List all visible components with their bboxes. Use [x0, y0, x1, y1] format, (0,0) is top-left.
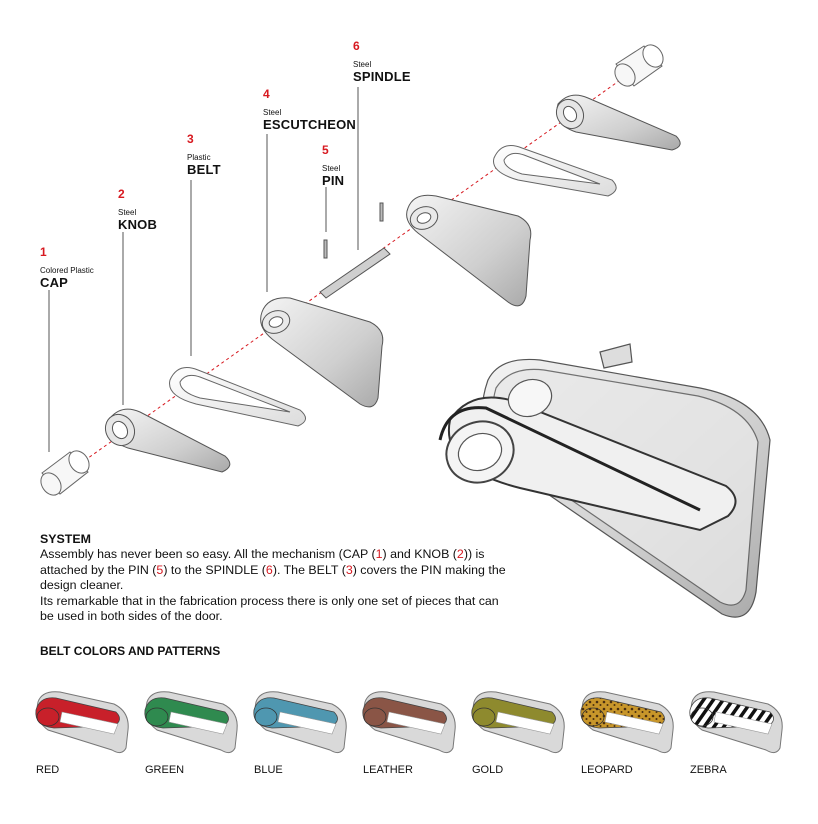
belt-color-label-green: GREEN — [145, 764, 185, 776]
part-number: 4 — [263, 87, 270, 101]
belt-color-label-leather: LEATHER — [363, 764, 413, 776]
cap-part — [40, 450, 90, 496]
part-material: Plastic — [187, 152, 211, 162]
part-name: PIN — [322, 172, 345, 188]
part-material: Steel — [353, 59, 372, 69]
text-run: ). The BELT ( — [272, 562, 346, 577]
belt-color-label-gold: GOLD — [472, 764, 504, 776]
belt-swatch-gold — [471, 691, 565, 754]
belt-part-2 — [493, 145, 617, 197]
spindle-part — [319, 247, 391, 299]
pin-part — [323, 202, 384, 259]
system-text: Assembly has never been so easy. All the… — [40, 547, 506, 592]
callout-belt: 3 Plastic BELT — [187, 133, 221, 177]
knob-part — [104, 408, 231, 473]
text-run: ) covers the PIN making the design clean… — [40, 562, 506, 593]
belt-swatch-leopard — [580, 691, 674, 754]
belt-swatch-blue — [253, 691, 347, 754]
belt-swatch-red — [35, 691, 129, 754]
cap-part-2 — [614, 44, 664, 87]
ref-number: 5 — [156, 562, 164, 577]
part-number: 3 — [187, 132, 194, 146]
belt-swatch-zebra — [689, 691, 783, 754]
part-material: Steel — [263, 107, 282, 117]
knob-part-2 — [555, 94, 681, 151]
belt-swatch-green — [144, 691, 238, 754]
assembled-handle — [438, 343, 771, 618]
system-heading: SYSTEM — [40, 532, 91, 546]
part-name: CAP — [40, 274, 69, 290]
ref-number: 6 — [265, 562, 273, 577]
part-name: KNOB — [118, 216, 158, 232]
callout-escutcheon: 4 Steel ESCUTCHEON — [263, 88, 356, 132]
part-name: BELT — [187, 161, 221, 177]
escutcheon-part-2 — [406, 194, 532, 307]
escutcheon-part — [260, 297, 384, 408]
part-name: SPINDLE — [353, 68, 411, 84]
text-run: Assembly has never been so easy. All the… — [40, 547, 376, 562]
system-description: SYSTEM Assembly has never been so easy. … — [40, 532, 510, 624]
belt-color-label-red: RED — [36, 764, 60, 776]
part-material: Steel — [118, 207, 137, 217]
part-name: ESCUTCHEON — [263, 116, 357, 132]
callout-spindle: 6 Steel SPINDLE — [353, 40, 411, 84]
part-number: 6 — [353, 39, 360, 53]
belt-color-label-blue: BLUE — [254, 764, 283, 776]
callout-cap: 1 Colored Plastic CAP — [40, 246, 94, 290]
belt-part — [169, 367, 306, 427]
belt-colors-title: BELT COLORS AND PATTERNS — [40, 644, 221, 658]
system-text-2: Its remarkable that in the fabrication p… — [40, 593, 499, 624]
leader-lines — [48, 87, 359, 452]
callout-pin: 5 Steel PIN — [322, 144, 344, 188]
belt-swatches — [35, 691, 783, 754]
ref-number: 1 — [375, 547, 383, 562]
belt-color-label-leopard: LEOPARD — [581, 764, 633, 776]
text-run: ) to the SPINDLE ( — [163, 562, 266, 577]
part-material: Steel — [322, 163, 341, 173]
part-material: Colored Plastic — [40, 265, 94, 275]
part-number: 2 — [118, 187, 125, 201]
belt-color-label-zebra: ZEBRA — [690, 764, 727, 776]
ref-number: 3 — [345, 562, 353, 577]
text-run: ) and KNOB ( — [382, 547, 457, 562]
part-number: 5 — [322, 143, 329, 157]
belt-swatch-leather — [362, 691, 456, 754]
part-number: 1 — [40, 245, 47, 259]
callout-knob: 2 Steel KNOB — [118, 188, 157, 232]
text-run: )) is attached by the PIN ( — [40, 547, 485, 577]
ref-number: 2 — [456, 547, 464, 562]
